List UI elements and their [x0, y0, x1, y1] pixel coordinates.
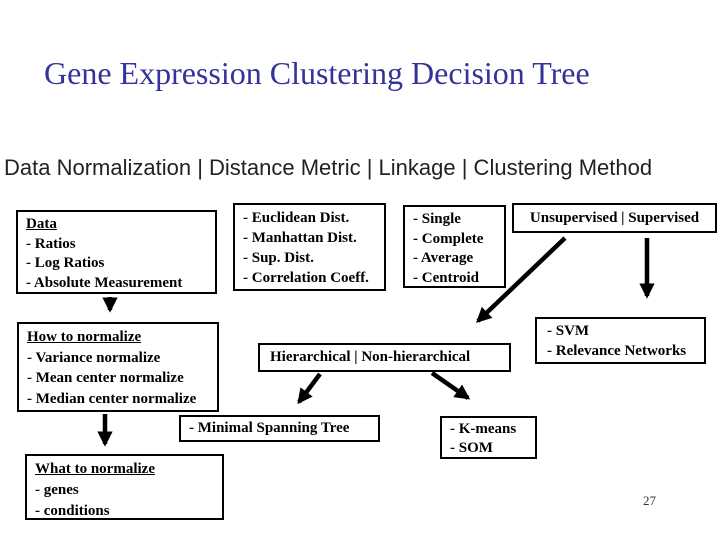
- supervision-label: Unsupervised | Supervised: [529, 209, 700, 226]
- how-to-normalize-box: How to normalize - Variance normalize - …: [17, 322, 219, 412]
- data-box: Data - Ratios - Log Ratios - Absolute Me…: [16, 210, 217, 294]
- non-hierarchical-methods-box: - K-means - SOM: [440, 416, 537, 459]
- linkage-item: - Complete: [413, 230, 484, 247]
- how-to-normalize-item: - Median center normalize: [27, 390, 197, 407]
- data-box-header: Data: [26, 216, 57, 232]
- distance-metric-item: - Correlation Coeff.: [243, 270, 369, 286]
- page-number: 27: [643, 493, 656, 508]
- supervised-methods-box: - SVM - Relevance Networks: [535, 317, 706, 364]
- linkage-item: - Centroid: [413, 269, 479, 286]
- arrow-hierarchy-to-minimal-spanning-tree: [297, 372, 322, 405]
- what-to-normalize-item: - genes: [35, 482, 79, 498]
- distance-metric-item: - Euclidean Dist.: [243, 210, 350, 226]
- minimal-spanning-tree-label: - Minimal Spanning Tree: [189, 420, 350, 436]
- linkage-item: - Single: [413, 211, 461, 227]
- supervised-methods-item: - Relevance Networks: [547, 343, 687, 359]
- how-to-normalize-header: How to normalize: [27, 329, 142, 345]
- linkage-item: - Average: [413, 250, 474, 266]
- slide-subtitle: Data Normalization | Distance Metric | L…: [4, 155, 653, 180]
- how-to-normalize-item: - Mean center normalize: [27, 370, 184, 386]
- data-box-item: - Log Ratios: [26, 255, 105, 271]
- non-hierarchical-methods-item: - K-means: [450, 421, 517, 437]
- supervised-methods-item: - SVM: [547, 323, 590, 339]
- what-to-normalize-header: What to normalize: [35, 461, 155, 477]
- distance-metric-item: - Sup. Dist.: [243, 250, 314, 266]
- minimal-spanning-tree-box: - Minimal Spanning Tree: [179, 415, 380, 442]
- linkage-box: - Single - Complete - Average - Centroid: [403, 205, 506, 288]
- distance-metric-item: - Manhattan Dist.: [243, 230, 357, 246]
- slide-title: Gene Expression Clustering Decision Tree: [44, 55, 590, 91]
- what-to-normalize-box: What to normalize - genes - conditions: [25, 454, 224, 520]
- how-to-normalize-item: - Variance normalize: [27, 349, 161, 366]
- supervision-box: Unsupervised | Supervised: [512, 203, 717, 233]
- hierarchy-box: Hierarchical | Non-hierarchical: [258, 343, 511, 372]
- data-box-item: - Absolute Measurement: [26, 274, 183, 291]
- distance-metric-box: - Euclidean Dist. - Manhattan Dist. - Su…: [233, 203, 386, 291]
- hierarchy-label: Hierarchical | Non-hierarchical: [270, 349, 471, 365]
- data-box-item: - Ratios: [26, 235, 76, 252]
- what-to-normalize-item: - conditions: [35, 503, 110, 519]
- non-hierarchical-methods-item: - SOM: [450, 440, 493, 456]
- arrow-hierarchy-to-kmeans: [430, 371, 471, 400]
